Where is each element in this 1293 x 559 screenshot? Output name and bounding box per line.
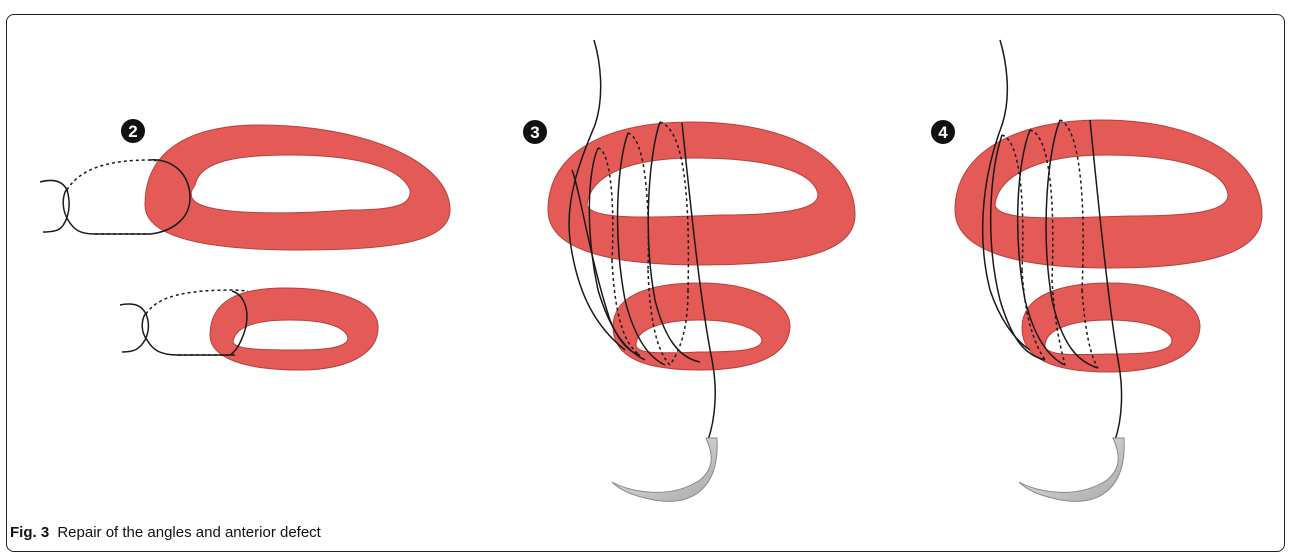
step-2-number: 2 — [128, 122, 137, 141]
large-tissue-ring-2 — [145, 125, 450, 250]
panel-step-3: 3 — [523, 40, 855, 501]
step-2-badge: 2 — [121, 119, 145, 143]
large-tissue-ring-3 — [548, 122, 855, 265]
step-3-number: 3 — [530, 123, 539, 142]
needle-3 — [612, 438, 717, 501]
step-4-number: 4 — [938, 123, 948, 142]
panel-step-4: 4 — [931, 40, 1262, 501]
small-tissue-ring-4 — [1022, 283, 1200, 372]
step-4-badge: 4 — [931, 120, 955, 144]
panel-step-2: 2 — [40, 119, 450, 370]
figure-caption-text: Repair of the angles and anterior defect — [57, 524, 321, 541]
figure-label: Fig. 3 — [10, 524, 49, 541]
figure-caption: Fig. 3 Repair of the angles and anterior… — [10, 524, 321, 541]
step-3-badge: 3 — [523, 120, 547, 144]
large-tissue-ring-4 — [955, 120, 1262, 268]
small-tissue-ring-2 — [210, 288, 378, 370]
needle-4 — [1019, 438, 1124, 501]
